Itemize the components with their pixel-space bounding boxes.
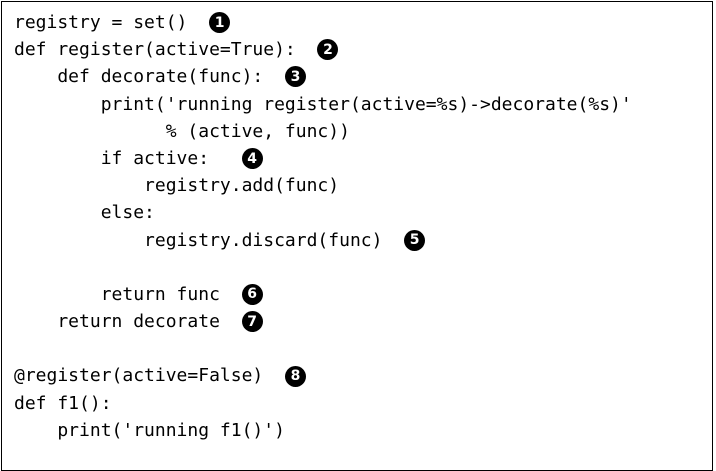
code-line-12: return decorate 7: [14, 308, 632, 335]
code-text: if active:: [14, 147, 210, 169]
callout-number: 7: [241, 311, 263, 333]
callout-number: 2: [317, 39, 339, 61]
code-text: def register(active=True):: [14, 39, 296, 61]
code-text: else:: [14, 202, 155, 224]
callout-number: 5: [404, 229, 426, 251]
code-text: print('running f1()'): [14, 419, 285, 441]
code-gap: [220, 308, 242, 335]
callout-number: 8: [284, 365, 306, 387]
callout-number: 6: [241, 283, 263, 305]
code-text: @register(active=False): [14, 365, 264, 387]
code-line-8: else:: [14, 199, 632, 226]
code-line-9: registry.discard(func) 5: [14, 227, 632, 254]
code-line-13: [14, 335, 632, 362]
code-line-16: print('running f1()'): [14, 417, 632, 444]
code-text: % (active, func)): [14, 120, 350, 142]
code-line-10: [14, 254, 632, 281]
code-gap: [296, 36, 318, 63]
code-line-4: print('running register(active=%s)->deco…: [14, 91, 632, 118]
code-line-2: def register(active=True): 2: [14, 36, 632, 63]
code-gap: [382, 227, 404, 254]
code-text: return decorate: [14, 311, 220, 333]
callout-number: 3: [284, 66, 306, 88]
code-line-5: % (active, func)): [14, 118, 632, 145]
code-line-15: def f1():: [14, 390, 632, 417]
code-gap: [209, 145, 242, 172]
code-gap: [263, 362, 285, 389]
code-text: registry.add(func): [14, 175, 340, 197]
code-line-1: registry = set() 1: [14, 9, 632, 36]
code-text: registry.discard(func): [14, 229, 383, 251]
code-text: return func: [14, 283, 220, 305]
code-gap: [220, 281, 242, 308]
code-listing: registry = set() 1 def register(active=T…: [14, 9, 632, 444]
code-line-3: def decorate(func): 3: [14, 63, 632, 90]
code-text: registry = set(): [14, 12, 188, 33]
code-text: def decorate(func):: [14, 66, 264, 88]
code-gap: [187, 9, 209, 36]
code-line-6: if active: 4: [14, 145, 632, 172]
callout-number: 1: [209, 12, 231, 34]
code-text: print('running register(active=%s)->deco…: [14, 93, 632, 115]
code-line-7: registry.add(func): [14, 172, 632, 199]
code-text: def f1():: [14, 392, 112, 414]
code-line-11: return func 6: [14, 281, 632, 308]
code-gap: [263, 63, 285, 90]
callout-number: 4: [241, 148, 263, 170]
code-line-14: @register(active=False) 8: [14, 362, 632, 389]
